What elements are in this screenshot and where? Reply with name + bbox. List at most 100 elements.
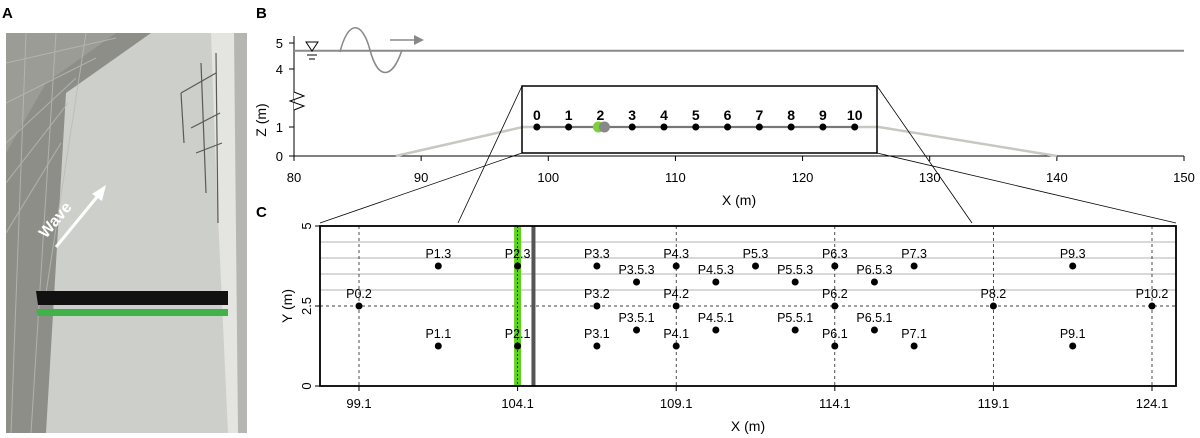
gauge-label: 7 (755, 107, 763, 123)
gauge-point (533, 123, 541, 131)
wave-direction-arrow-icon (390, 35, 424, 45)
gauge-label: 5 (692, 107, 700, 123)
measurement-point-label: P6.2 (822, 287, 848, 301)
b-y-tick-label: 5 (276, 36, 283, 51)
gauge-label: 1 (565, 107, 573, 123)
measurement-point-label: P10.2 (1136, 287, 1169, 301)
measurement-point (870, 278, 878, 286)
measurement-point (672, 262, 680, 270)
measurement-point-label: P4.5.1 (698, 311, 734, 325)
measurement-point (1069, 262, 1077, 270)
c-x-tick-label: 124.1 (1136, 396, 1169, 411)
measurement-point-label: P7.3 (901, 247, 927, 261)
zoom-line-left-a (457, 85, 523, 224)
gauge-point (787, 123, 795, 131)
measurement-point (712, 278, 720, 286)
measurement-point (831, 302, 839, 310)
measurement-point-label: P3.5.3 (618, 263, 654, 277)
b-x-tick-label: 130 (919, 170, 941, 185)
measurement-point (910, 262, 918, 270)
b-x-tick-label: 90 (414, 170, 428, 185)
measurement-point-label: P8.2 (981, 287, 1007, 301)
measurement-point-label: P4.3 (663, 247, 689, 261)
still-water-symbol-icon (305, 41, 319, 60)
green-strip (36, 309, 228, 316)
b-x-tick-label: 120 (792, 170, 814, 185)
measurement-point-label: P5.5.3 (777, 263, 813, 277)
measurement-point (989, 302, 997, 310)
b-y-tick-label: 1 (276, 120, 283, 135)
measurement-point (672, 302, 680, 310)
measurement-point-label: P3.1 (584, 327, 610, 341)
panel-b-letter: B (256, 5, 267, 22)
b-zoom-box (521, 85, 878, 154)
gauge-label: 0 (533, 107, 541, 123)
gauge-label: 6 (724, 107, 732, 123)
b-ylabel: Z (m) (253, 103, 269, 136)
measurement-point (514, 262, 522, 270)
measurement-point-label: P2.1 (505, 327, 531, 341)
gauge-label: 10 (847, 107, 863, 123)
measurement-point (593, 302, 601, 310)
measurement-point-label: P0.2 (346, 287, 372, 301)
c-y-tick-label: 2.5 (299, 297, 314, 315)
b-y-tick-label: 4 (276, 62, 283, 77)
gauge-point (819, 123, 827, 131)
measurement-point-label: P4.5.3 (698, 263, 734, 277)
measurement-point (791, 278, 799, 286)
b-x-tick-label: 100 (537, 170, 559, 185)
gauge-label: 8 (787, 107, 795, 123)
c-ylabel: Y (m) (279, 289, 295, 323)
b-x-tick-label: 110 (665, 170, 686, 185)
measurement-point (633, 278, 641, 286)
flume-photograph: Wave (6, 33, 247, 433)
b-xlabel: X (m) (722, 192, 756, 208)
measurement-point (712, 326, 720, 334)
measurement-point (1069, 342, 1077, 350)
measurement-point-label: P1.3 (425, 247, 451, 261)
measurement-point (593, 342, 601, 350)
measurement-point (752, 262, 759, 270)
measurement-point (910, 342, 918, 350)
measurement-point (434, 262, 442, 270)
measurement-point-label: P9.3 (1060, 247, 1086, 261)
gauge-point (628, 123, 636, 131)
zoom-line-right-a (876, 85, 973, 224)
gauge-label: 9 (819, 107, 827, 123)
gauge-label: 4 (660, 107, 668, 123)
measurement-point-label: P3.5.1 (618, 311, 654, 325)
measurement-point-label: P6.3 (822, 247, 848, 261)
c-y-tick-label: 0 (299, 382, 314, 389)
measurement-point-label: P5.3 (743, 247, 769, 261)
gauge-label: 3 (628, 107, 636, 123)
c-x-tick-label: 114.1 (819, 396, 851, 411)
measurement-point (593, 262, 601, 270)
measurement-point (672, 342, 680, 350)
panel-a-letter: A (2, 5, 13, 22)
measurement-point (434, 342, 442, 350)
measurement-point (633, 326, 641, 334)
b-x-tick-label: 150 (1173, 170, 1195, 185)
measurement-point (870, 326, 878, 334)
measurement-point (355, 302, 363, 310)
measurement-point (831, 342, 839, 350)
grey-line (531, 226, 536, 386)
gauge-point (755, 123, 763, 131)
b-axis-break (288, 91, 306, 111)
measurement-point-label: P7.1 (901, 327, 927, 341)
gauge-point (692, 123, 700, 131)
measurement-point-label: P3.2 (584, 287, 610, 301)
measurement-point (1148, 302, 1156, 310)
c-y-tick-label: 5 (299, 222, 314, 229)
b-x-tick-label: 140 (1046, 170, 1068, 185)
gauge-point (565, 123, 573, 131)
measurement-point (514, 342, 522, 350)
zoom-line-left-b (319, 152, 523, 224)
bed-profile (395, 125, 1058, 158)
measurement-point-label: P3.3 (584, 247, 610, 261)
c-x-tick-label: 119.1 (978, 396, 1010, 411)
c-x-tick-label: 109.1 (660, 396, 693, 411)
zoom-line-right-b (876, 152, 1177, 224)
